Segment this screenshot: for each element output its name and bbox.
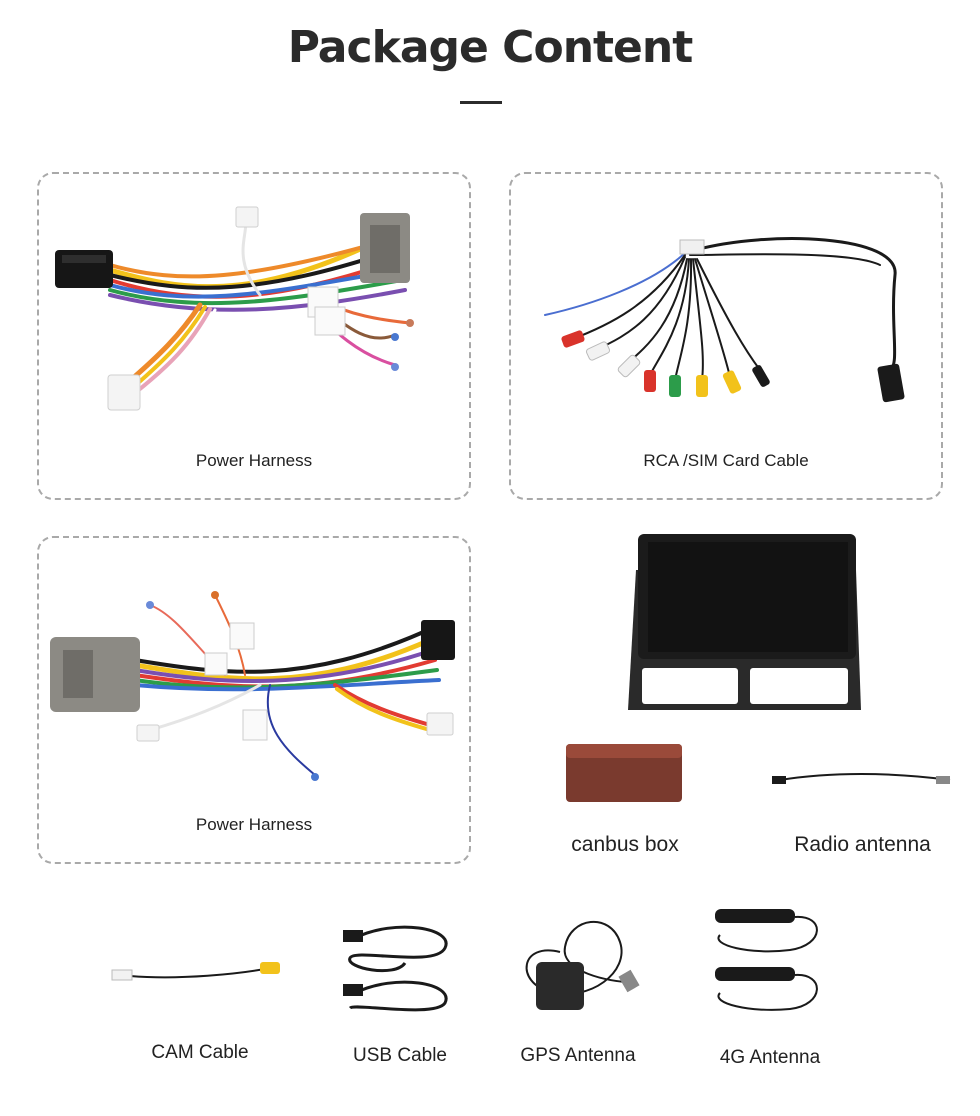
item-label-usb-cable: USB Cable [353, 1045, 447, 1066]
item-label-gps-antenna: GPS Antenna [520, 1045, 636, 1066]
item-card-rca-sim-cable [509, 172, 943, 500]
cam-cable-image [111, 962, 280, 981]
head-unit-image [628, 534, 861, 710]
item-card-power-harness-1 [37, 172, 471, 500]
item-card-power-harness-2 [37, 536, 471, 864]
item-label-4g-antenna: 4G Antenna [719, 1047, 821, 1068]
item-label-canbus-box: canbus box [571, 833, 679, 856]
item-label-power-harness-1: Power Harness [195, 451, 313, 470]
canbus-box-image [566, 744, 682, 802]
title-underline [460, 101, 502, 104]
power-harness-1-image [55, 206, 414, 411]
item-label-cam-cable: CAM Cable [151, 1042, 249, 1063]
item-label-rca-sim-cable: RCA /SIM Card Cable [643, 451, 809, 470]
page-title: Package Content [287, 22, 694, 73]
rca-sim-cable-image [544, 237, 905, 403]
gps-antenna-image [525, 920, 640, 1010]
radio-antenna-image [772, 773, 951, 784]
item-label-radio-antenna: Radio antenna [794, 833, 931, 856]
usb-cable-image [343, 925, 448, 1012]
4g-antenna-image [715, 909, 818, 1011]
item-label-power-harness-2: Power Harness [195, 815, 313, 834]
power-harness-2-image [50, 591, 455, 781]
